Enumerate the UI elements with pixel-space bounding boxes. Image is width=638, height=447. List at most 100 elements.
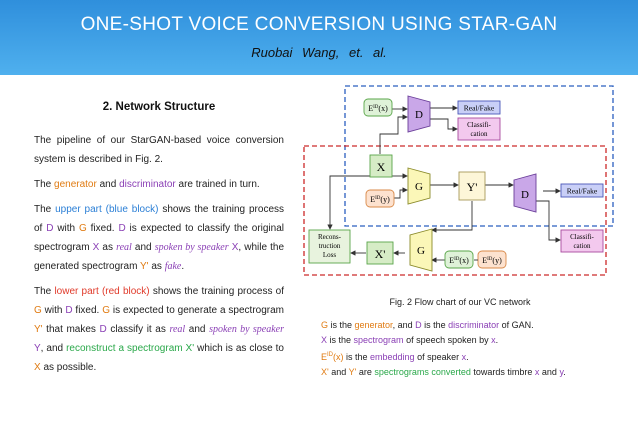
text: The bbox=[34, 286, 55, 297]
text: is the bbox=[421, 320, 449, 330]
text: with bbox=[41, 305, 66, 316]
eid-arg: (x) bbox=[378, 104, 388, 113]
eid-arg: (y) bbox=[380, 195, 390, 204]
text: is expected to classify the original spe… bbox=[34, 223, 284, 253]
text: and bbox=[539, 367, 560, 377]
text: , and bbox=[40, 343, 67, 354]
text: The bbox=[34, 179, 55, 190]
eid-arg: (x) bbox=[459, 256, 469, 265]
x-term: X bbox=[34, 362, 41, 373]
generator-term: generator bbox=[354, 320, 393, 330]
x-prime-term: X' bbox=[321, 367, 329, 377]
eid-arg: (y) bbox=[492, 256, 502, 265]
poster-title: ONE-SHOT VOICE CONVERSION USING STAR-GAN bbox=[80, 14, 558, 35]
d-label: D bbox=[415, 109, 423, 121]
eid-superscript: ID bbox=[373, 105, 379, 110]
text: shows the training process of bbox=[149, 286, 285, 297]
converted-term: spectrograms converted bbox=[374, 367, 471, 377]
eid-arg: (x) bbox=[333, 352, 344, 362]
y-prime-term: Y' bbox=[140, 261, 149, 272]
eid-y-bottom-node: EID(y) bbox=[477, 250, 507, 269]
text: of GAN. bbox=[499, 320, 534, 330]
classification-label-2: cation bbox=[573, 242, 591, 250]
text: is the bbox=[328, 320, 355, 330]
upper-part-term: upper part (blue block) bbox=[55, 204, 159, 215]
paragraph-lower-part: The lower part (red block) shows the tra… bbox=[34, 282, 284, 377]
paragraph-upper-part: The upper part (blue block) shows the tr… bbox=[34, 200, 284, 276]
real-term: real bbox=[169, 324, 186, 335]
text: and bbox=[131, 242, 155, 253]
g-term: G bbox=[34, 305, 42, 316]
eid-x-top-node: EID(x) bbox=[363, 98, 393, 117]
g-label: G bbox=[417, 245, 425, 257]
text: which is as close to bbox=[194, 343, 284, 354]
generator-top-node: G bbox=[407, 167, 431, 205]
text: towards timbre bbox=[470, 367, 535, 377]
text: The bbox=[34, 204, 56, 215]
eid-superscript: ID bbox=[454, 257, 460, 262]
real-fake-right-node: Real/Fake bbox=[560, 183, 604, 198]
eid-label: E bbox=[482, 256, 487, 265]
real-fake-top-node: Real/Fake bbox=[457, 100, 501, 115]
text: . bbox=[466, 352, 469, 362]
discriminator-right-node: D bbox=[513, 173, 537, 213]
text: . bbox=[181, 261, 185, 272]
note-converted: X' and Y' are spectrograms converted tow… bbox=[321, 365, 566, 380]
eid-label: E bbox=[449, 256, 454, 265]
text: is the bbox=[343, 352, 371, 362]
svg-text:EID(y): EID(y) bbox=[482, 256, 502, 265]
x-term: x bbox=[491, 335, 496, 345]
d-term: D bbox=[415, 320, 422, 330]
paragraph-training: The generator and discriminator are trai… bbox=[34, 175, 284, 194]
svg-text:EID(y): EID(y) bbox=[370, 195, 390, 204]
x-term: X bbox=[92, 242, 100, 253]
real-fake-label: Real/Fake bbox=[464, 104, 495, 113]
note-gan: G is the generator, and D is the discrim… bbox=[321, 318, 566, 333]
d-term: D bbox=[46, 223, 54, 234]
text: and bbox=[96, 179, 120, 190]
spoken-by-speaker-term: spoken by speaker bbox=[209, 324, 284, 335]
svg-text:EID(x): EID(x) bbox=[368, 104, 388, 113]
text: . bbox=[563, 367, 566, 377]
paragraph-pipeline: The pipeline of our StarGAN-based voice … bbox=[34, 131, 284, 169]
eid-label: E bbox=[370, 195, 375, 204]
embedding-term: embedding bbox=[370, 352, 415, 362]
text: . bbox=[495, 335, 499, 345]
d-term: D bbox=[99, 324, 107, 335]
y-term: y bbox=[559, 367, 564, 377]
classification-label-1: Classifi- bbox=[467, 121, 491, 129]
lower-part-term: lower part (red block) bbox=[54, 286, 150, 297]
eid-y-node: EID(y) bbox=[365, 189, 395, 208]
section-title: 2. Network Structure bbox=[102, 101, 216, 113]
g-term: G bbox=[321, 320, 329, 330]
discriminator-term: discriminator bbox=[448, 320, 500, 330]
text: with bbox=[53, 223, 79, 234]
text: , and bbox=[392, 320, 416, 330]
classification-label-2: cation bbox=[470, 130, 488, 138]
spectrogram-term: spectrogram bbox=[353, 335, 404, 345]
note-embedding: EID(x) is the embedding of speaker x. bbox=[321, 348, 566, 365]
real-term: real bbox=[116, 242, 132, 253]
text: are trained in turn. bbox=[175, 179, 260, 190]
y-prime-term: Y' bbox=[348, 367, 357, 377]
text: fixed. bbox=[86, 223, 119, 234]
x-term: X bbox=[321, 335, 328, 345]
y-term: Y bbox=[34, 343, 41, 354]
x-spectrogram-node: X bbox=[369, 154, 393, 178]
poster-authors: Ruobai Wang, et. al. bbox=[251, 45, 387, 60]
text: of speech spoken by bbox=[403, 335, 492, 345]
eid-superscript: ID bbox=[327, 352, 334, 358]
spoken-by-speaker-term: spoken by speaker bbox=[154, 242, 229, 253]
figure-notes: G is the generator, and D is the discrim… bbox=[321, 318, 566, 380]
text: are bbox=[356, 367, 375, 377]
recon-label-2: truction bbox=[319, 242, 341, 250]
reconstruct-term: reconstruct a spectrogram X' bbox=[66, 343, 195, 354]
text: shows the training process of bbox=[34, 204, 284, 234]
real-fake-label: Real/Fake bbox=[567, 187, 598, 196]
d-term: D bbox=[65, 305, 73, 316]
y-prime-node: Y' bbox=[458, 171, 486, 201]
g-term: G bbox=[102, 305, 110, 316]
title-banner: ONE-SHOT VOICE CONVERSION USING STAR-GAN… bbox=[0, 0, 638, 75]
x-term: X bbox=[231, 242, 239, 253]
recon-label-3: Loss bbox=[323, 251, 337, 259]
